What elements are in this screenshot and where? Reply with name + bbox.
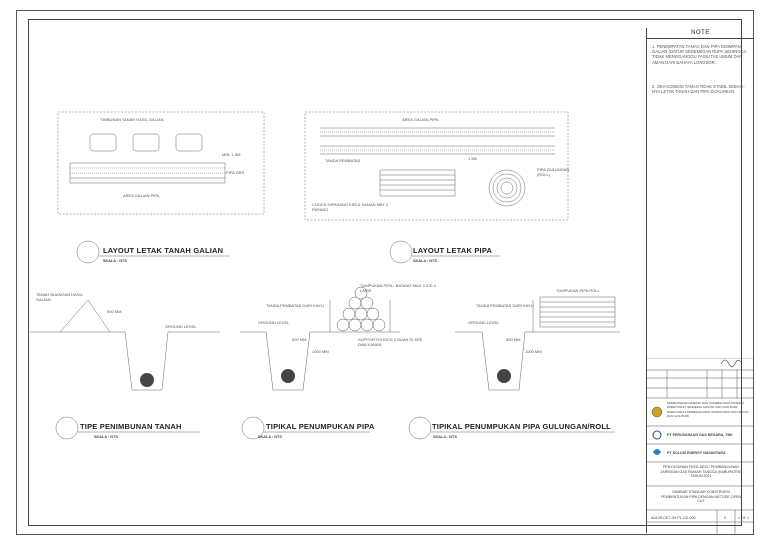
label-ground-3: GROUND LEVEL — [468, 320, 500, 325]
title-tipikal-roll: TIPIKAL PENUMPUKAN PIPA GULUNGAN/ROLL — [432, 422, 611, 431]
label-chock: CHOCK DIPASANG KIRI & KANAN MIN. 2 PASAN… — [312, 202, 389, 212]
pipe-in-trench-2 — [281, 369, 295, 383]
note-panel: NOTE 1. PENEMPATAN TANAH DAN PIPA DISIMP… — [646, 28, 754, 534]
sheet-number: 1 OF 1 — [738, 516, 749, 520]
scale-layout-pipa: SKALA : NTS — [413, 259, 437, 263]
label-ground-2: GROUND LEVEL — [258, 320, 290, 325]
drawing-sheet: NOTE 1. PENEMPATAN TANAH DAN PIPA DISIMP… — [16, 10, 754, 534]
label-area-pipa: AREA GALIAN PIPA — [402, 117, 439, 122]
scale-tipikal-pipa: SKALA : NTS — [258, 435, 282, 439]
label-min: MIN. 1,5M — [222, 152, 241, 157]
soil-pile-3 — [175, 133, 203, 152]
label-dim-3b: 1000 MM — [525, 349, 542, 354]
pipe-stack-plan — [379, 169, 456, 197]
label-galian-width: 1,5M — [468, 156, 477, 161]
company-sen: PT SOLUSI ENERGY NUSANTARA — [667, 451, 726, 455]
drawing-sheet-border — [16, 10, 754, 535]
title-layout-galian: LAYOUT LETAK TANAH GALIAN — [103, 246, 224, 255]
label-ground-1: GROUND LEVEL — [165, 324, 197, 329]
soil-pile-1 — [89, 133, 117, 152]
label-tumpukan-pipa: TUMPUKAN PIPA - BATANG MAX 3 S/D 4 LAPIS — [360, 283, 436, 293]
label-dim-1: 500 MM — [107, 309, 122, 314]
layout-galian-frame — [57, 111, 265, 215]
pipe-in-trench-3 — [497, 369, 511, 383]
label-dim-2b: 1000 MM — [312, 349, 329, 354]
pipe-in-trench-1 — [140, 373, 154, 387]
company-pgn: PT PERUSAHAAN GAS NEGARA, TBK — [667, 433, 733, 437]
trench-1 — [124, 331, 169, 391]
pipe-stack-section — [336, 286, 386, 332]
layout-pipa-frame — [304, 111, 569, 221]
drawing-frame: NOTE 1. PENEMPATAN TANAH DAN PIPA DISIMP… — [28, 19, 754, 534]
label-tanda-kayu-1: TANDA PEMBATAS DARI KAYU — [266, 303, 324, 308]
title-layout-pipa: LAYOUT LETAK PIPA — [413, 246, 493, 255]
note-title: NOTE — [647, 28, 754, 39]
ministry-name: KEMENTERIAN ENERGI DAN SUMBER DAYA MINER… — [667, 401, 749, 419]
label-timbunan: TIMBUNAN TANAH HASIL GALIAN — [100, 117, 164, 122]
label-support: SUPPORT/CHOCK 2 BUAH DI KIRI DAN KANAN — [358, 337, 423, 347]
title-block-frame — [647, 358, 754, 534]
pipe-roll-plan — [488, 169, 526, 207]
trench-2 — [265, 331, 311, 391]
drawing-number: AUDIR-DET-0H-PL-GD-005 — [651, 516, 696, 520]
label-pipa-drs: PIPA DRS — [226, 170, 245, 175]
revision: 0 — [724, 516, 726, 520]
title-tipe-timbun: TIPE PENIMBUNAN TANAH — [80, 422, 182, 431]
label-pipa-gulungan: PIPA GULUNGAN (ROLL) — [537, 167, 570, 177]
drawing-title: GAMBAR STANDAR KONSTRUKSI PEMBENTUKAN PI… — [661, 490, 741, 504]
label-tanda-pembatas: TANDA PEMBATAS — [325, 158, 361, 163]
trench-3 — [481, 331, 526, 391]
label-tanda-kayu-2: TANDA PEMBATAS DARI KAYU — [476, 303, 534, 308]
note-item-1: 1. PENEMPATAN TANAH DAN PIPA DISIMPAN GA… — [652, 44, 747, 65]
project-name: PENYUSUNAN FEED-DEDC PEMBANGUNAN JARINGA… — [660, 465, 742, 479]
label-tumpukan-roll: TUMPUKAN PIPA ROLL — [556, 288, 600, 293]
soil-pile-2 — [132, 133, 160, 152]
note-item-2: 2. JIKA KONDISI TANAH TIDAK STABIL SEBAI… — [652, 84, 745, 95]
label-area-galian: AREA GALIAN PIPA — [123, 193, 160, 198]
label-dim-3a: 500 MM — [506, 337, 521, 342]
scale-tipe-timbun: SKALA : NTS — [94, 435, 118, 439]
title-tipikal-pipa: TIPIKAL PENUMPUKAN PIPA — [266, 422, 375, 431]
soil-heap — [59, 299, 111, 333]
label-dim-2a: 500 MM — [292, 337, 307, 342]
scale-layout-galian: SKALA : NTS — [103, 259, 127, 263]
scale-tipikal-roll: SKALA : NTS — [433, 435, 457, 439]
label-tanah-buangan: TANAH BUANGAN HASIL GALIAN — [36, 292, 83, 302]
